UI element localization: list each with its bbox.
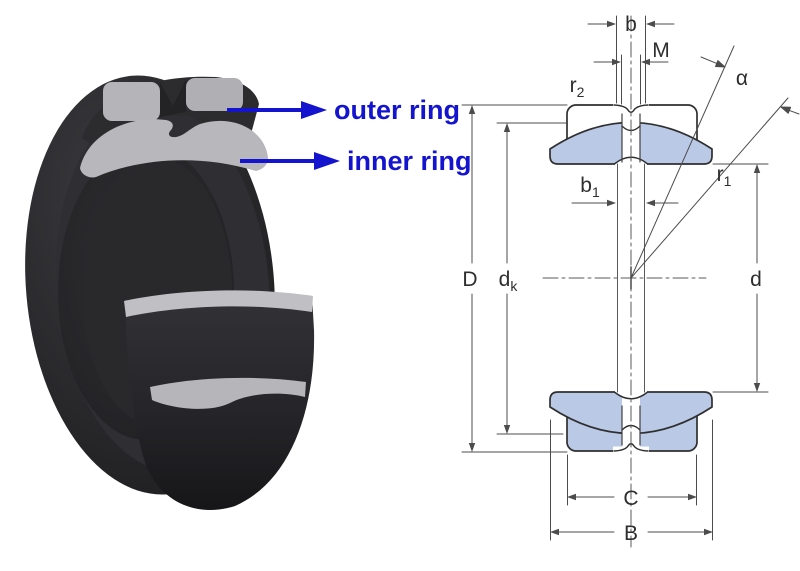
label-r1: r1 [717,163,732,189]
outer-ring-arrowhead-icon [301,101,327,119]
inner-ring-arrowhead-icon [314,152,340,170]
outer-ring-3d-cut-faces [103,78,243,121]
label-D: D [462,268,477,291]
inner-ring-label: inner ring [347,146,472,176]
label-B: B [624,522,638,545]
label-M: M [652,39,670,62]
dim-M [593,54,669,105]
dim-d [712,163,769,393]
dim-dk [496,122,567,435]
label-b: b [625,13,637,36]
label-r2: r2 [570,74,585,100]
inner-ring-3d-top-face [124,290,313,317]
dim-B [550,419,713,541]
callouts: outer ring inner ring [227,95,472,176]
label-dk: dk [499,268,519,294]
dim-D [461,104,568,453]
angle-alpha-rays [630,45,800,279]
inner-ring-3d-cut-face [80,119,268,178]
dim-b [587,15,675,104]
cross-section-diagram: b M α r2 b1 r1 D dk d C B [461,13,800,548]
label-d: d [750,268,762,291]
label-b1: b1 [580,174,600,200]
inner-ring-3d-sphere-face [150,377,306,409]
label-alpha: α [736,67,748,90]
label-C: C [623,487,638,510]
bearing-photo-3d [25,75,315,510]
dim-C [567,454,697,506]
dim-b1 [571,199,679,207]
dimension-labels: b M α r2 b1 r1 D dk d C B [462,13,761,545]
outer-ring-label: outer ring [334,95,460,125]
